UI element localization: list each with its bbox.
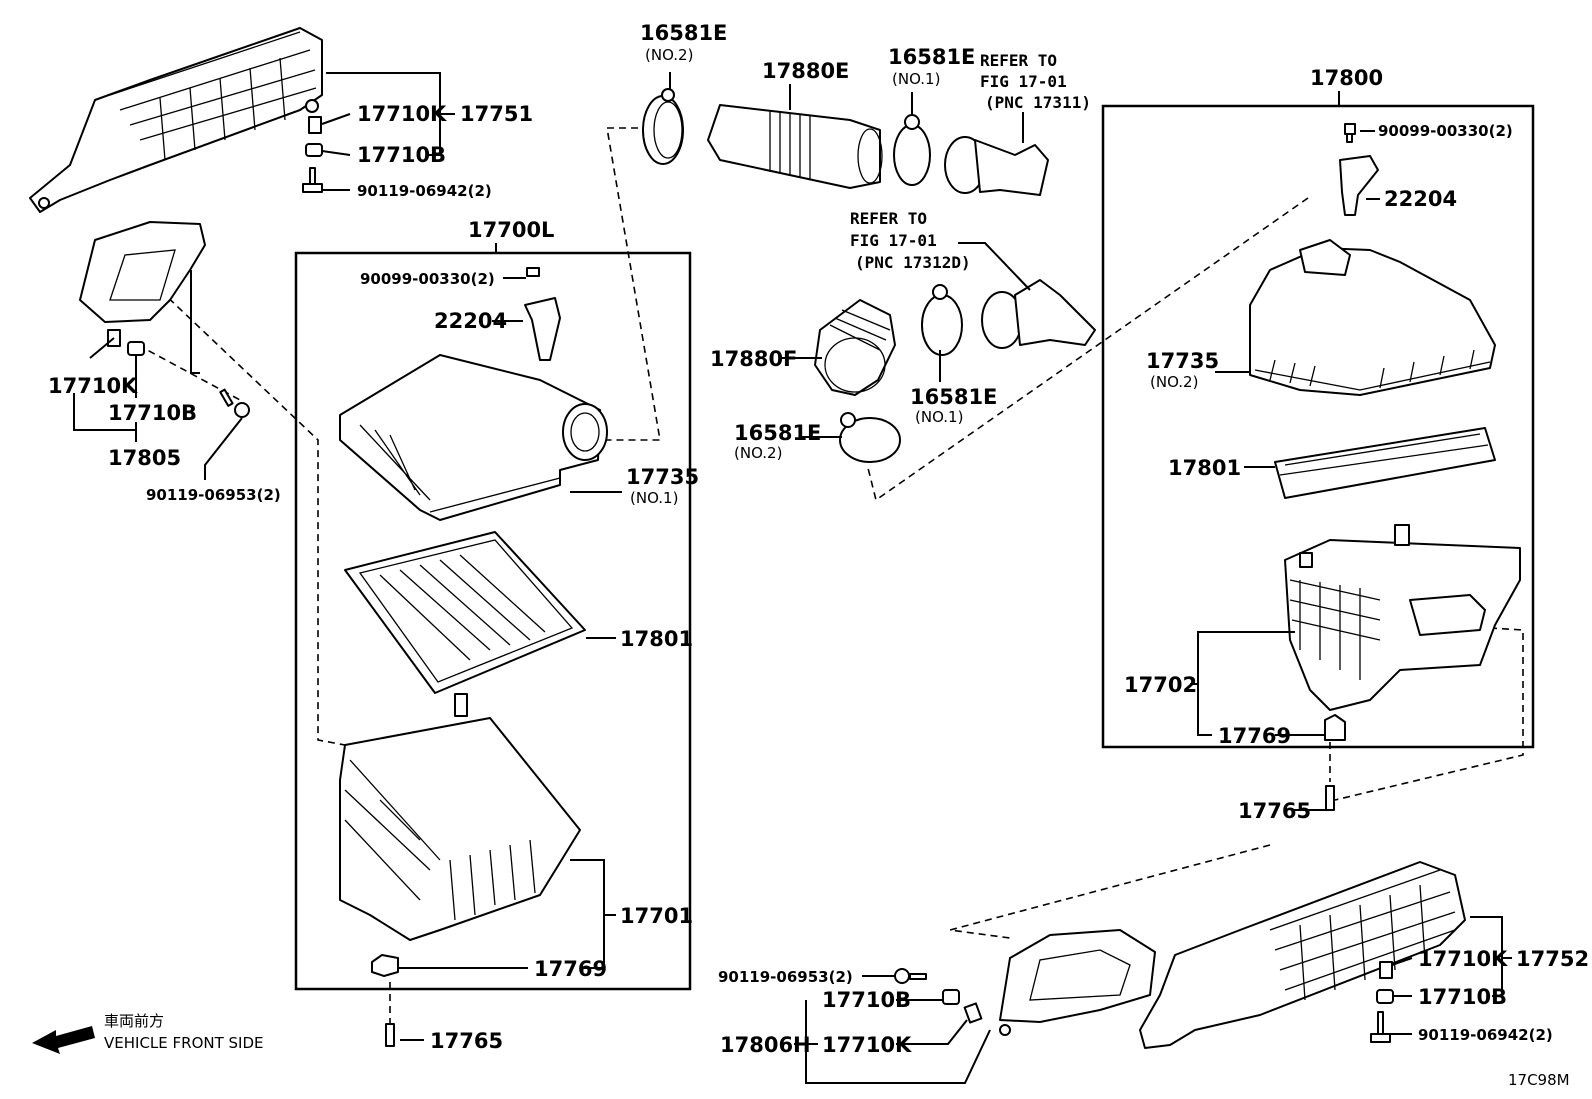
- front-arrow-icon: [32, 1026, 95, 1054]
- label-17710k-br: 17710K: [1418, 947, 1508, 971]
- label-17735-no2: 17735: [1146, 349, 1219, 373]
- label-22204-left: 22204: [434, 309, 507, 333]
- label-17710k-ml: 17710K: [48, 374, 138, 398]
- label-90099-left: 90099-00330(2): [360, 270, 495, 288]
- label-17710k-b: 17710K: [822, 1033, 912, 1057]
- label-17700l: 17700L: [468, 218, 554, 242]
- label-16581e-mid-no2: 16581E: [734, 421, 821, 445]
- grommet-17710b-br: [1376, 989, 1394, 1004]
- label-22204-right: 22204: [1384, 187, 1457, 211]
- label-17751: 17751: [460, 102, 533, 126]
- label-17880f: 17880F: [710, 347, 797, 371]
- label-17801-left: 17801: [620, 627, 693, 651]
- air-cleaner-case-17701: [339, 693, 581, 977]
- label-16581e-top-no2: 16581E: [640, 21, 727, 45]
- label-no2-a: (NO.2): [645, 46, 693, 64]
- resonator-17806h: [999, 929, 1156, 1036]
- ref-top-line1: REFER TO: [980, 51, 1057, 70]
- leader-lines: [73, 72, 1512, 1084]
- label-17710b-tl: 17710B: [357, 143, 446, 167]
- label-90119-06942-tl: 90119-06942(2): [357, 182, 492, 200]
- ref-mid-line2: FIG 17-01: [850, 231, 937, 250]
- bolt-90119-ml: [219, 388, 250, 418]
- clamp-16581e-no1-mid: [921, 284, 963, 356]
- intake-duct-17752: [1139, 861, 1466, 1049]
- label-17710k-tl: 17710K: [357, 102, 447, 126]
- label-17752: 17752: [1516, 947, 1589, 971]
- label-17769-right: 17769: [1218, 724, 1291, 748]
- intake-hose-17880e: [707, 104, 883, 189]
- front-label-en: VEHICLE FRONT SIDE: [104, 1034, 264, 1052]
- label-17710b-ml: 17710B: [108, 401, 197, 425]
- label-17702: 17702: [1124, 673, 1197, 697]
- maf-sensor-22204-left: [524, 267, 561, 361]
- air-filter-17801-right: [1274, 427, 1496, 499]
- bolt-90099-right: [1344, 123, 1356, 143]
- label-17710b-br: 17710B: [1418, 985, 1507, 1009]
- bolt-90119-b: [894, 968, 927, 984]
- ref-mid-line3: (PNC 17312D): [855, 253, 971, 272]
- grommet-17710k-b: [963, 1002, 983, 1024]
- air-cleaner-cap-17735-no1: [339, 354, 608, 521]
- label-17880e: 17880E: [762, 59, 849, 83]
- label-no2-c: (NO.2): [734, 444, 782, 462]
- grommet-17710k-tl: [308, 116, 322, 134]
- grommet-17710k-br: [1379, 961, 1393, 979]
- label-90119-06953-b: 90119-06953(2): [718, 968, 853, 986]
- label-90119-06942-br: 90119-06942(2): [1418, 1026, 1553, 1044]
- box-17800: [1101, 104, 1535, 749]
- label-17801-right: 17801: [1168, 456, 1241, 480]
- label-17805: 17805: [108, 446, 181, 470]
- label-17710b-b: 17710B: [822, 988, 911, 1012]
- sheet-id: 17C98M: [1508, 1071, 1570, 1089]
- grommet-17710b-ml: [127, 341, 145, 356]
- label-no1-a: (NO.1): [892, 70, 940, 88]
- air-filter-17801-left: [344, 531, 586, 694]
- throttle-inlet-ref-top: [944, 136, 1049, 196]
- label-16581e-mid-no1: 16581E: [910, 385, 997, 409]
- label-17806h: 17806H: [720, 1033, 811, 1057]
- front-label-jp: 車両前方: [104, 1012, 164, 1030]
- label-17769-left: 17769: [534, 957, 607, 981]
- ref-mid-line1: REFER TO: [850, 209, 927, 228]
- label-17765-left: 17765: [430, 1029, 503, 1053]
- label-16581e-top-no1: 16581E: [888, 45, 975, 69]
- resonator-17805: [79, 221, 206, 323]
- label-no2-b: (NO.2): [1150, 373, 1198, 391]
- label-17765-right: 17765: [1238, 799, 1311, 823]
- air-cleaner-cap-17735-no2: [1249, 239, 1496, 396]
- part-labels: 17710K 17751 17710B 90119-06942(2) 17710…: [48, 21, 1589, 1057]
- bolt-90119-br: [1370, 1011, 1391, 1043]
- vehicle-front-indicator: 車両前方 VEHICLE FRONT SIDE: [32, 1012, 264, 1054]
- grommet-17710b-b: [942, 989, 960, 1005]
- clamp-16581e-no2-top: [642, 88, 684, 165]
- intake-hose-17880f: [814, 299, 896, 396]
- intake-duct-17751: [29, 27, 323, 213]
- ref-top-line3: (PNC 17311): [985, 93, 1091, 112]
- bolt-17765-left: [385, 1023, 395, 1047]
- label-17735-no1: 17735: [626, 465, 699, 489]
- box-17700l: [294, 251, 692, 991]
- throttle-inlet-ref-mid: [981, 279, 1096, 349]
- label-no1-b: (NO.1): [630, 489, 678, 507]
- ref-top-line2: FIG 17-01: [980, 72, 1067, 91]
- label-90119-06953-ml: 90119-06953(2): [146, 486, 281, 504]
- bolt-90119-tl: [302, 167, 323, 193]
- label-90099-right: 90099-00330(2): [1378, 122, 1513, 140]
- label-17800: 17800: [1310, 66, 1383, 90]
- label-17701: 17701: [620, 904, 693, 928]
- bolt-17765-right: [1325, 785, 1335, 811]
- grommet-17710b-tl: [305, 143, 323, 157]
- air-cleaner-case-17702: [1284, 524, 1521, 741]
- label-no1-c: (NO.1): [915, 408, 963, 426]
- clamp-16581e-no1-top: [893, 114, 931, 186]
- maf-sensor-22204-right: [1339, 155, 1379, 216]
- clamp-16581e-no2-mid: [839, 412, 901, 463]
